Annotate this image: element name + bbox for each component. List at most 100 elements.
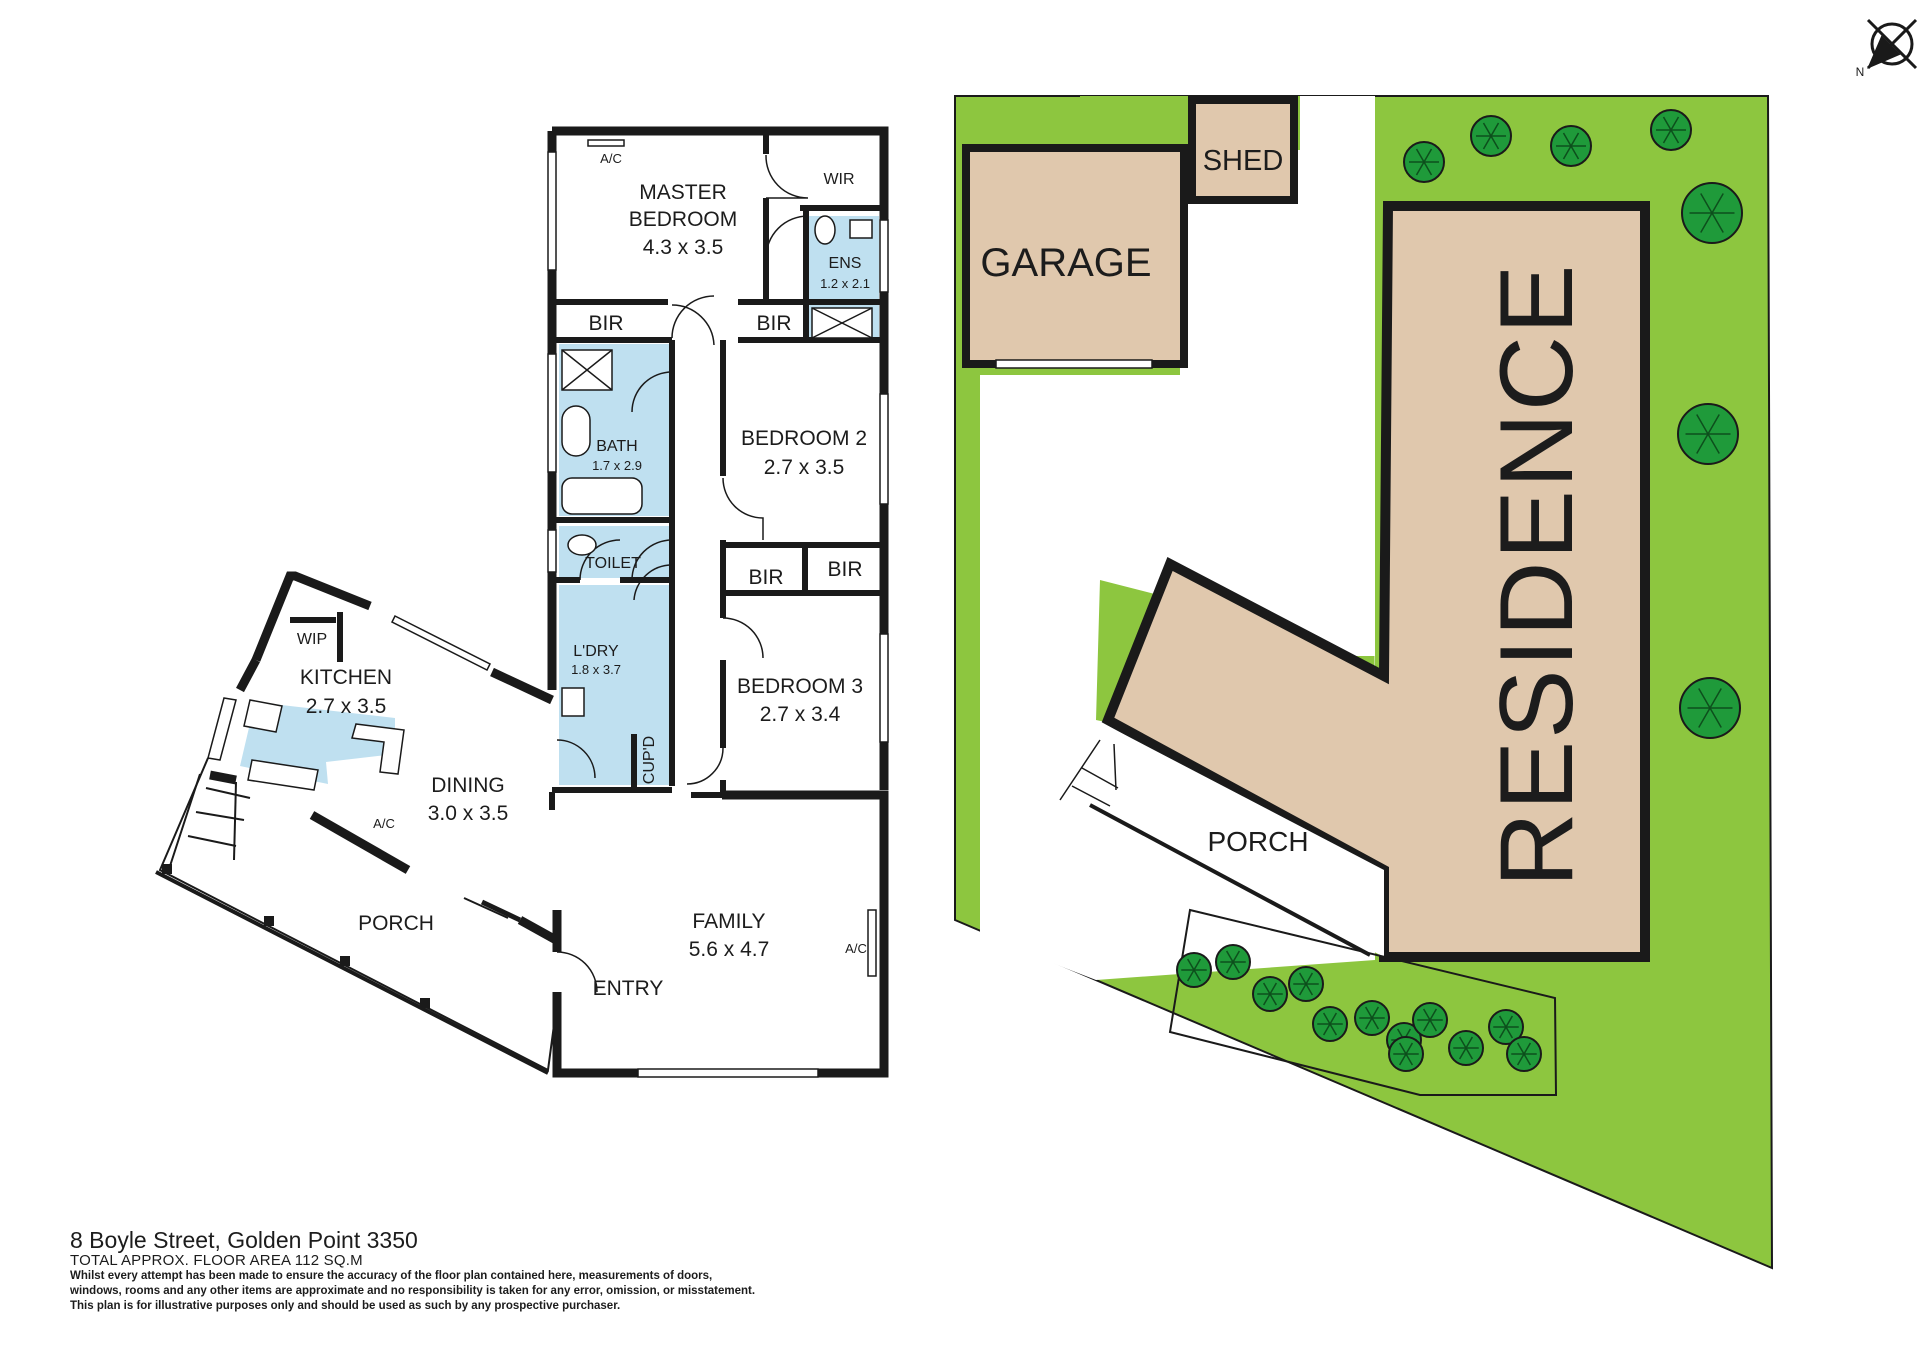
trees xyxy=(1176,109,1743,1072)
north-arrow-head xyxy=(1867,35,1901,69)
ens-dims: 1.2 x 2.1 xyxy=(820,276,870,291)
tree-detail xyxy=(1570,132,1580,147)
bedroom3-dims: 2.7 x 3.4 xyxy=(760,703,841,726)
tree-detail xyxy=(1262,993,1271,1006)
tree-detail xyxy=(1709,707,1722,728)
wall-kitchen-north xyxy=(251,571,372,662)
tree-detail xyxy=(1670,129,1680,144)
tree-detail xyxy=(1398,1042,1407,1055)
tree-detail xyxy=(1422,1008,1431,1021)
ac-master-label: A/C xyxy=(600,151,622,166)
tree-detail xyxy=(1232,950,1241,963)
tree-detail xyxy=(1711,212,1724,233)
tree-detail xyxy=(1523,1042,1532,1055)
window-bedroom3 xyxy=(879,633,889,743)
toilet-label: TOILET xyxy=(585,555,641,572)
driveway xyxy=(980,96,1375,980)
family-dims: 5.6 x 4.7 xyxy=(689,938,770,961)
tree-detail xyxy=(1707,414,1720,435)
tree-detail xyxy=(1225,950,1234,963)
tree-detail xyxy=(1562,132,1572,147)
disclaimer-line-2: windows, rooms and any other items are a… xyxy=(70,1285,756,1297)
tree-detail xyxy=(1711,193,1724,214)
north-label: N xyxy=(1856,65,1865,79)
wall-dining-entry xyxy=(517,916,559,944)
window-ensuite xyxy=(879,219,889,293)
tree-detail xyxy=(1415,161,1425,176)
tree-detail xyxy=(1562,145,1572,160)
tree-detail xyxy=(1498,1015,1507,1028)
basin-ensuite xyxy=(849,219,873,239)
tree-detail xyxy=(1423,161,1433,176)
kitchen-island xyxy=(351,723,405,775)
wip-label: WIP xyxy=(297,631,327,648)
window-dining xyxy=(390,614,492,672)
tree-detail xyxy=(1696,433,1709,454)
master-bedroom-label-1: MASTER xyxy=(639,181,727,204)
tree-detail xyxy=(1262,982,1271,995)
tree-detail xyxy=(1698,707,1711,728)
window-kitchen xyxy=(207,697,237,761)
tree-detail xyxy=(1516,1053,1525,1066)
exterior-walls xyxy=(209,126,889,1078)
tree-detail xyxy=(1298,972,1307,985)
ens-label: ENS xyxy=(829,255,862,272)
doors xyxy=(556,154,809,993)
tree-detail xyxy=(1465,1047,1474,1060)
bir-bed2-label: BIR xyxy=(827,558,862,581)
tree-detail xyxy=(1329,1012,1338,1025)
tree-detail xyxy=(1498,1026,1507,1039)
site-porch-area xyxy=(1090,726,1384,957)
master-bedroom-label-2: BEDROOM xyxy=(629,208,738,231)
tree-detail xyxy=(1505,1015,1514,1028)
disclaimer-line-1: Whilst every attempt has been made to en… xyxy=(70,1270,713,1282)
tree-detail xyxy=(1298,983,1307,996)
site-plan: GARAGE SHED RESIDENCE PORCH N xyxy=(954,18,1918,1270)
interior-walls xyxy=(290,131,884,810)
tree-detail xyxy=(1422,1019,1431,1032)
wall-dining-north-east xyxy=(490,667,554,705)
garage-label: GARAGE xyxy=(980,241,1151,285)
kitchen-dims: 2.7 x 3.5 xyxy=(306,695,387,718)
site-porch-label: PORCH xyxy=(1207,826,1308,857)
door-bath xyxy=(631,371,673,413)
porch-outline xyxy=(158,757,557,1072)
ac-family-label: A/C xyxy=(845,941,867,956)
garden-bed xyxy=(1168,908,1558,1096)
door-entry xyxy=(556,951,598,993)
bedroom2-dims: 2.7 x 3.5 xyxy=(764,456,845,479)
tree-detail xyxy=(1225,961,1234,974)
tree-detail xyxy=(1662,129,1672,144)
bath-dims: 1.7 x 2.9 xyxy=(592,458,642,473)
bir-bed3-label: BIR xyxy=(748,566,783,589)
tree-detail xyxy=(1709,688,1722,709)
north-compass-circle xyxy=(1870,22,1914,66)
bedroom3-label: BEDROOM 3 xyxy=(737,675,863,698)
porch xyxy=(155,757,557,1075)
bedroom2-label: BEDROOM 2 xyxy=(741,427,867,450)
dining-label: DINING xyxy=(431,774,505,797)
tree-detail xyxy=(1707,433,1720,454)
toilet-ensuite xyxy=(814,215,836,245)
cupd-label: CUP'D xyxy=(641,736,658,784)
family-label: FAMILY xyxy=(692,910,765,933)
laundry-trough xyxy=(561,687,585,717)
property-address: 8 Boyle Street, Golden Point 3350 xyxy=(70,1227,418,1253)
master-bedroom-dims: 4.3 x 3.5 xyxy=(643,236,724,259)
window-master xyxy=(547,151,557,271)
tree-detail xyxy=(1364,1006,1373,1019)
kitchen-sink xyxy=(247,759,319,791)
room-labels: MASTER BEDROOM 4.3 x 3.5 WIR A/C ENS 1.2… xyxy=(297,151,870,1000)
ac-unit-master xyxy=(587,139,625,147)
door-ensuite xyxy=(765,215,809,259)
tree-detail xyxy=(1458,1036,1467,1049)
tree-detail xyxy=(1670,116,1680,131)
door-family xyxy=(686,747,724,785)
porch-label: PORCH xyxy=(358,912,434,935)
shed-label: SHED xyxy=(1203,145,1284,177)
ac-kitchen-label: A/C xyxy=(373,816,395,831)
tree-detail xyxy=(1465,1036,1474,1049)
windows xyxy=(207,139,889,1078)
door-laundry xyxy=(633,564,673,601)
